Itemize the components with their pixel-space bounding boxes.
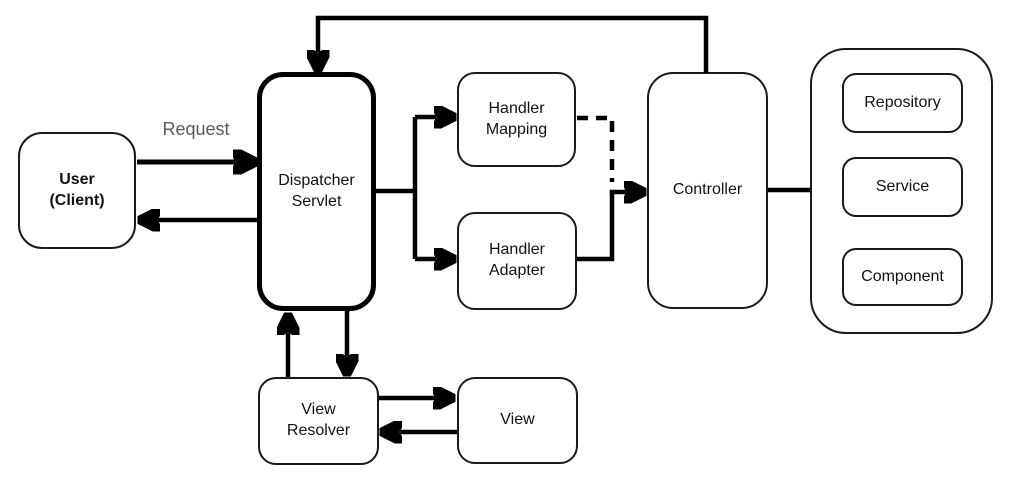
edge-handler-adapter-to-controller: [577, 192, 626, 262]
node-dispatcher-servlet: Dispatcher Servlet: [257, 72, 376, 311]
node-dispatcher-servlet-label: Dispatcher Servlet: [278, 171, 355, 210]
node-controller: Controller: [647, 72, 768, 309]
node-handler-adapter: Handler Adapter: [457, 212, 577, 310]
edge-handler-mapping-dashed: [577, 115, 615, 182]
node-view: View: [457, 377, 578, 464]
node-view-label: View: [500, 411, 535, 429]
node-repository-label: Repository: [864, 93, 941, 111]
node-view-resolver: View Resolver: [258, 377, 379, 465]
node-user-client: User (Client): [18, 132, 136, 249]
node-repository: Repository: [842, 73, 963, 133]
request-arrow-label: Request: [162, 119, 230, 139]
node-handler-mapping-label: Handler Mapping: [485, 99, 548, 138]
node-user-client-label: User (Client): [49, 170, 105, 209]
node-handler-mapping: Handler Mapping: [457, 72, 576, 167]
node-service-label: Service: [875, 177, 930, 195]
node-controller-label: Controller: [672, 181, 743, 199]
node-view-resolver-label: View Resolver: [286, 401, 351, 439]
node-component-label: Component: [861, 267, 944, 285]
node-handler-adapter-label: Handler Adapter: [488, 241, 546, 279]
edge-controller-to-dispatcher: [318, 15, 709, 73]
node-service: Service: [842, 157, 963, 217]
node-component: Component: [842, 248, 963, 306]
